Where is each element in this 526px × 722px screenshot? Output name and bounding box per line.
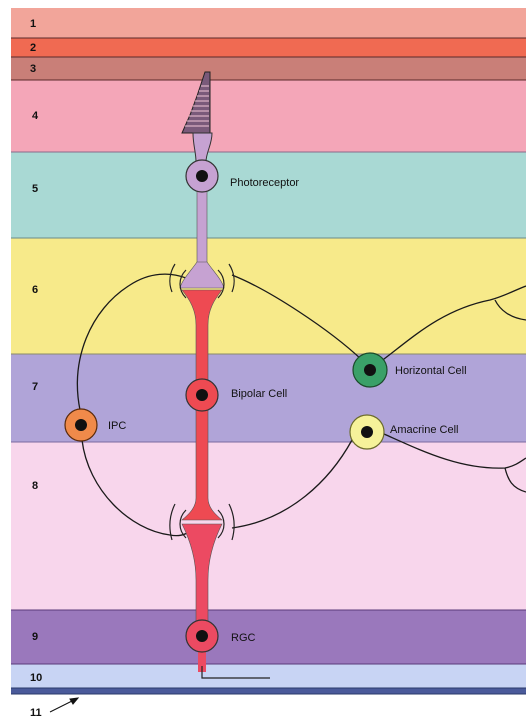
layer-number-2: 2 xyxy=(30,42,36,54)
layer-number-1: 1 xyxy=(30,18,36,30)
ipc-nucleus xyxy=(75,419,87,431)
amacrine-cell xyxy=(350,415,384,449)
layer-number-5: 5 xyxy=(32,183,38,195)
horizontal-cell-nucleus xyxy=(364,364,376,376)
layer-band-3 xyxy=(11,57,526,80)
layer-band-5 xyxy=(11,152,526,238)
layer-number-10: 10 xyxy=(30,672,42,684)
layer-band-2 xyxy=(11,38,526,57)
layer-number-4: 4 xyxy=(32,110,39,122)
ipc-cell xyxy=(65,409,97,441)
layer-number-7: 7 xyxy=(32,381,38,393)
layer-band-10 xyxy=(11,664,526,688)
layer-band-11 xyxy=(11,688,526,694)
rgc-nucleus xyxy=(196,630,208,642)
amacrine-cell-label: Amacrine Cell xyxy=(390,424,458,436)
layer-number-8: 8 xyxy=(32,480,38,492)
layer-band-4 xyxy=(11,80,526,152)
layer-number-11: 11 xyxy=(30,707,42,719)
layer-band-9 xyxy=(11,610,526,664)
horizontal-cell xyxy=(353,353,387,387)
photoreceptor-axon xyxy=(197,190,207,265)
horizontal-cell-label: Horizontal Cell xyxy=(395,365,467,377)
photoreceptor-nucleus xyxy=(196,170,208,182)
ipc-label: IPC xyxy=(108,420,126,432)
layer-number-9: 9 xyxy=(32,631,38,643)
amacrine-nucleus xyxy=(361,426,373,438)
layer-11-arrow xyxy=(50,698,78,712)
photoreceptor-label: Photoreceptor xyxy=(230,177,299,189)
bipolar-nucleus xyxy=(196,389,208,401)
layer-number-6: 6 xyxy=(32,284,38,296)
bipolar-cell-label: Bipolar Cell xyxy=(231,388,287,400)
layer-band-6 xyxy=(11,238,526,354)
layer-bands xyxy=(11,8,526,694)
layer-band-1 xyxy=(11,8,526,38)
layer-number-3: 3 xyxy=(30,63,36,75)
rgc-label: RGC xyxy=(231,632,256,644)
